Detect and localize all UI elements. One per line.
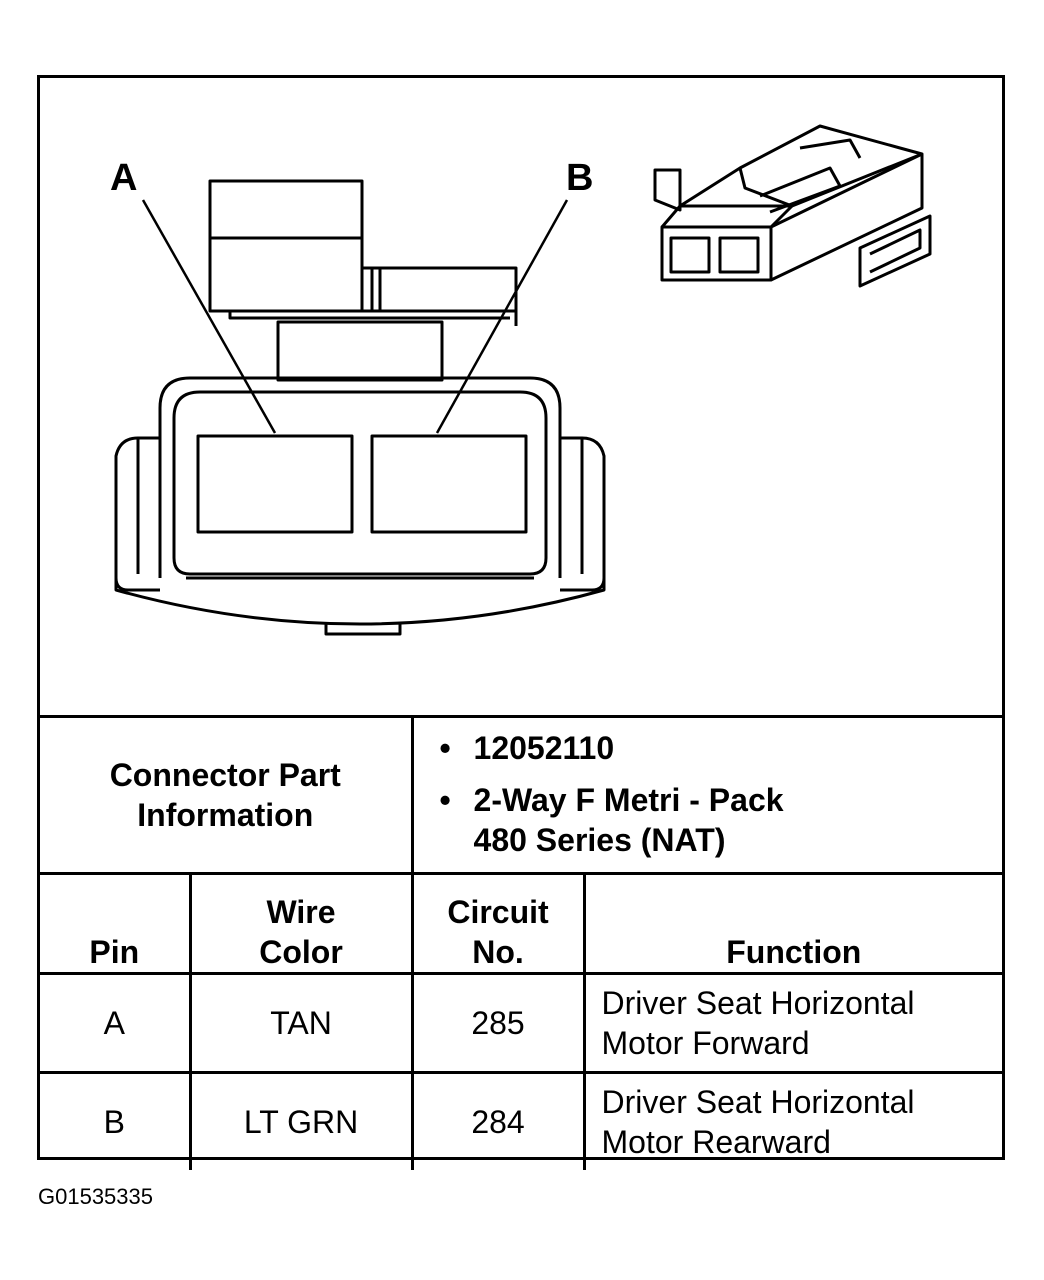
figure-code: G01535335 [38,1184,153,1209]
connector-sheet: A B Connector Part Information • 1205211… [37,75,1005,1170]
function-line2: Motor Forward [601,1025,810,1061]
iso-connector [653,124,932,288]
function-line1: Driver Seat Horizontal [601,1084,915,1120]
header-pin: Pin [40,872,192,975]
header-circuit-no: Circuit No. [410,872,586,975]
housing-outer [158,376,562,578]
connector-table: Connector Part Information • 12052110 • … [40,715,1003,1170]
connector-diagram: A B [40,78,1002,715]
function-cell: Driver Seat Horizontal Motor Forward [582,972,1003,1074]
wire-color-cell: LT GRN [188,1071,414,1170]
table-row: A TAN 285 Driver Seat Horizontal Motor F… [40,972,1003,1074]
pin-cell: B [40,1071,192,1170]
diagram-label-b: B [566,157,593,199]
connector-drawing: A B [110,124,932,636]
part-number-item: • 12052110 [440,728,1003,768]
function-cell: Driver Seat Horizontal Motor Rearward [582,1071,1003,1170]
leader-line-b [435,199,569,434]
connector-part-info-label-line2: Information [137,797,314,833]
header-pin-text: Pin [89,934,140,970]
connector-type-line1: 2-Way F Metri - Pack [473,782,784,818]
header-wire-color: Wire Color [188,872,414,975]
header-wire-color-line2: Color [259,934,343,970]
function-line2: Motor Rearward [601,1124,831,1160]
cavity-b [370,434,528,534]
circuit-cell: 285 [410,972,586,1074]
table-row: B LT GRN 284 Driver Seat Horizontal Moto… [40,1071,1003,1170]
pin-cell: A [40,972,192,1074]
connector-type-item: • 2-Way F Metri - Pack 480 Series (NAT) [440,780,1003,860]
housing-inner [172,390,548,576]
header-circuit-line1: Circuit [447,894,549,930]
bullet-icon: • [439,782,451,818]
header-circuit-line2: No. [472,934,524,970]
circuit-cell: 284 [410,1071,586,1170]
connector-part-info-values: • 12052110 • 2-Way F Metri - Pack 480 Se… [410,715,1003,875]
leader-line-a [141,199,277,434]
side-clip-left [114,436,160,592]
header-function: Function [582,872,1003,975]
side-clip-right [560,436,606,592]
bullet-icon: • [439,730,451,766]
connector-type-line2: 480 Series (NAT) [473,822,726,858]
wire-color-cell: TAN [188,972,414,1074]
connector-part-info-label-line1: Connector Part [109,757,341,793]
latch-block [208,179,364,313]
function-line1: Driver Seat Horizontal [601,985,915,1021]
diagram-label-a: A [110,157,137,199]
bottom-skirt [114,578,606,626]
cavity-a [196,434,354,534]
connector-neck [276,320,444,382]
header-wire-color-line1: Wire [266,894,336,930]
header-function-text: Function [726,934,862,970]
part-number: 12052110 [473,730,615,766]
connector-part-info-label: Connector Part Information [40,715,414,875]
